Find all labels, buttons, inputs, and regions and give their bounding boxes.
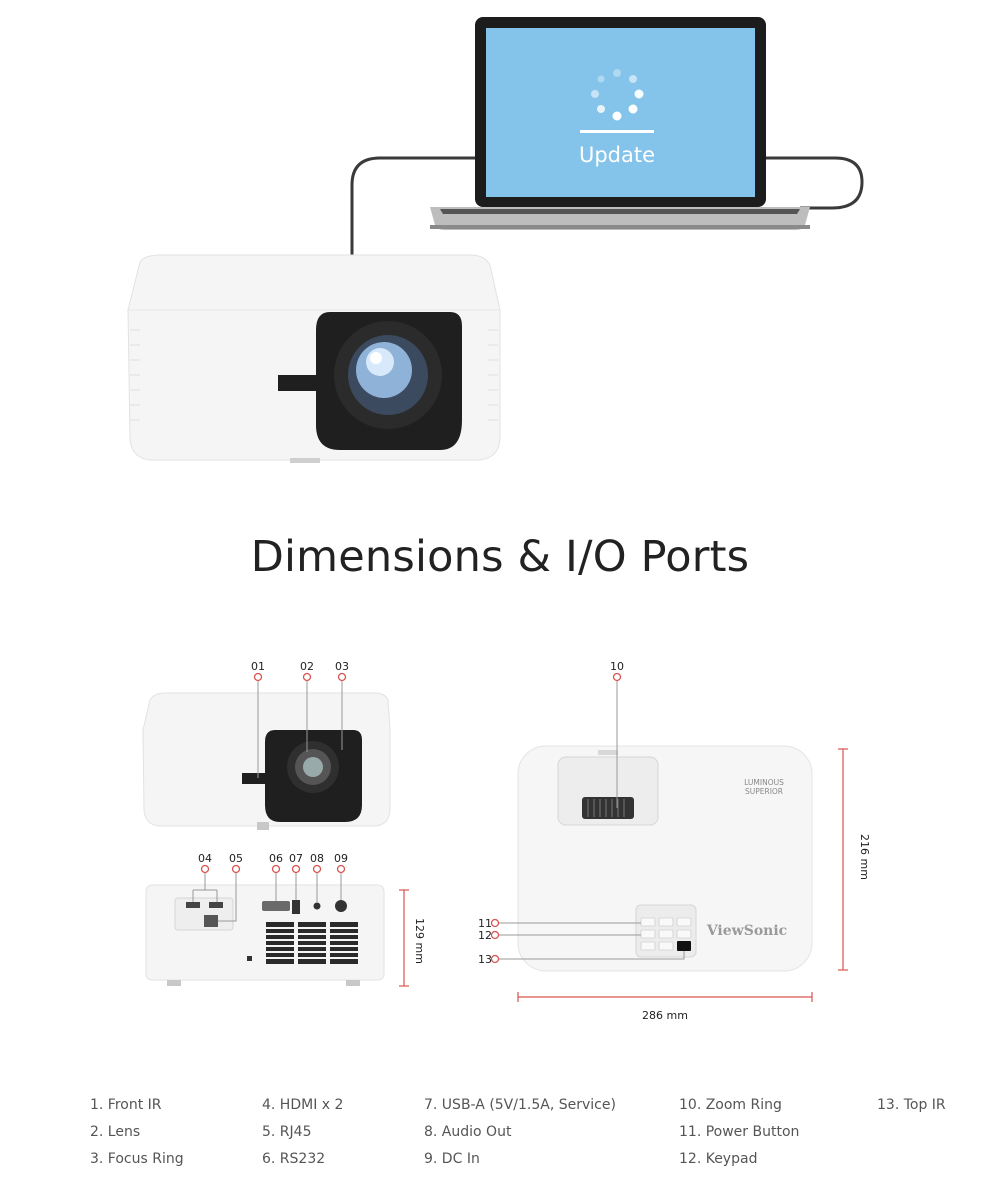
legend-item: 6. RS232: [262, 1151, 326, 1167]
brand-logo: ViewSonic: [706, 923, 787, 939]
loading-spinner-icon: [591, 69, 644, 121]
projector-hero: [127, 254, 501, 463]
legend-item: 1. Front IR: [90, 1097, 162, 1113]
legend-item: 8. Audio Out: [424, 1124, 512, 1140]
laptop: Update: [430, 17, 810, 230]
callout-01: 01: [251, 660, 265, 673]
badge-line1: LUMINOUS: [744, 778, 784, 787]
legend-item: 10. Zoom Ring: [679, 1097, 782, 1113]
laptop-screen: [486, 28, 755, 197]
front-ir-window: [278, 375, 322, 391]
projector-front-view: [142, 692, 391, 830]
legend-item: 3. Focus Ring: [90, 1151, 184, 1167]
callout-03: 03: [335, 660, 349, 673]
progress-bar: [580, 130, 654, 133]
callout-04: 04: [198, 852, 212, 865]
callout-09: 09: [334, 852, 348, 865]
legend-item: 2. Lens: [90, 1124, 141, 1140]
usb-cable: [350, 156, 476, 256]
legend-item: 7. USB-A (5V/1.5A, Service): [424, 1097, 616, 1113]
depth-dimension-line: [838, 748, 848, 971]
hero-illustration: Update: [127, 17, 864, 463]
legend-item: 12. Keypad: [679, 1151, 758, 1167]
height-dimension-line: [399, 889, 409, 987]
callout-13: 13: [478, 953, 492, 966]
callout-11: 11: [478, 917, 492, 930]
dimensions-diagram: 01 02 03: [142, 660, 871, 1022]
legend-item: 5. RJ45: [262, 1124, 312, 1140]
width-dimension-label: 286 mm: [642, 1009, 688, 1022]
projector-rear-view: [145, 884, 385, 986]
callout-07: 07: [289, 852, 303, 865]
legend-item: 13. Top IR: [877, 1097, 946, 1113]
callout-02: 02: [300, 660, 314, 673]
callout-08: 08: [310, 852, 324, 865]
projector-top-view: LUMINOUS SUPERIOR ViewSonic: [517, 745, 813, 972]
legend-item: 9. DC In: [424, 1151, 480, 1167]
callout-12: 12: [478, 929, 492, 942]
laptop-screen-text: Update: [579, 143, 655, 167]
legend-item: 11. Power Button: [679, 1124, 800, 1140]
height-dimension-label: 129 mm: [413, 918, 426, 964]
callout-05: 05: [229, 852, 243, 865]
callout-06: 06: [269, 852, 283, 865]
badge-line2: SUPERIOR: [745, 787, 783, 796]
width-dimension-line: [517, 992, 813, 1002]
legend-item: 4. HDMI x 2: [262, 1097, 344, 1113]
callout-10: 10: [610, 660, 624, 673]
depth-dimension-label: 216 mm: [858, 834, 871, 880]
usb-cable-right: [765, 156, 864, 210]
section-title: Dimensions & I/O Ports: [250, 532, 750, 582]
